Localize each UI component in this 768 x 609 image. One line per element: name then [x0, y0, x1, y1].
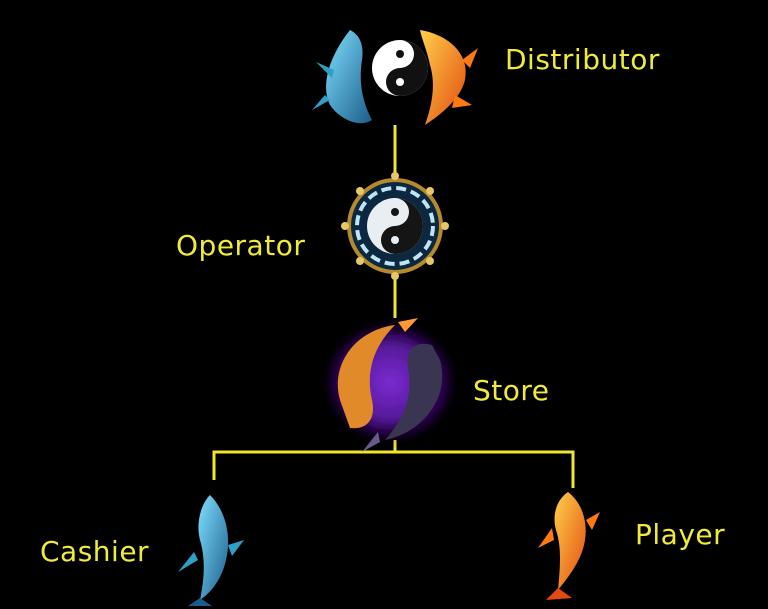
purple-koi-pair-icon	[325, 318, 455, 452]
connector-branch-bar	[212, 450, 575, 488]
node-label-operator: Operator	[176, 229, 306, 262]
yin-yang-twin-koi-icon	[312, 30, 478, 125]
node-label-distributor: Distributor	[505, 43, 660, 76]
node-label-store: Store	[473, 374, 550, 407]
node-label-cashier: Cashier	[40, 535, 150, 568]
bagua-yin-yang-icon	[341, 172, 449, 280]
node-label-player: Player	[635, 518, 726, 551]
blue-koi-icon	[178, 495, 244, 606]
orange-koi-icon	[538, 492, 600, 600]
